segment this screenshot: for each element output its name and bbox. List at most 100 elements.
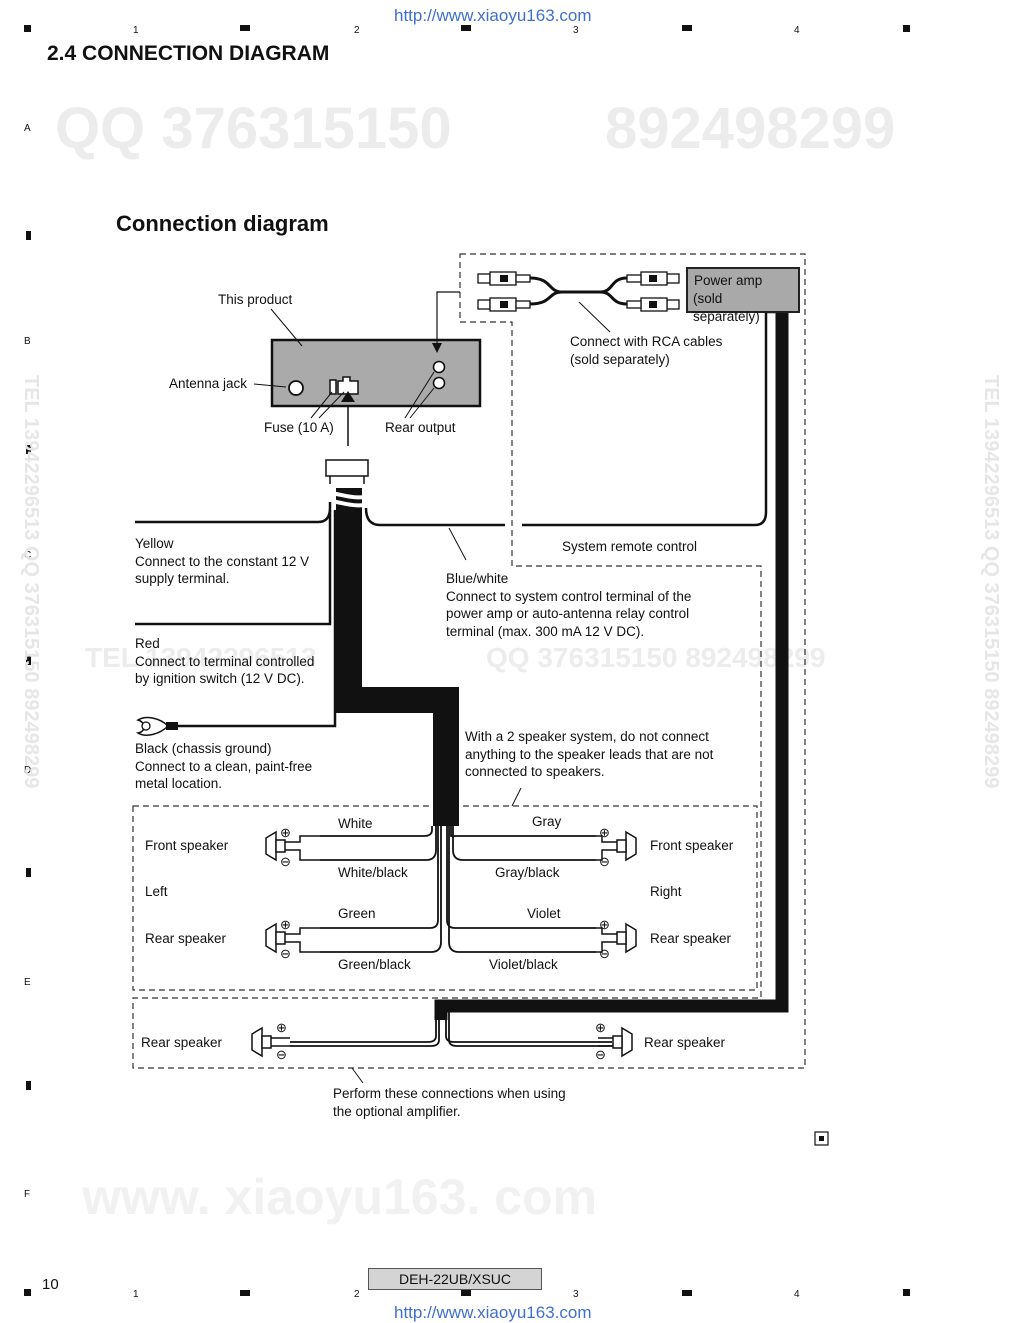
minus-icon: ⊖	[276, 1047, 287, 1062]
wire-white-label: White	[338, 816, 373, 831]
rca-cables-label: Connect with RCA cables (sold separately…	[570, 334, 723, 367]
watermark-www: www. xiaoyu163. com	[82, 1169, 598, 1225]
minus-icon: ⊖	[595, 1047, 606, 1062]
front-speaker-right-label: Front speaker	[650, 838, 734, 853]
url-top[interactable]: http://www.xiaoyu163.com	[394, 6, 592, 25]
wire-violet-black-label: Violet/black	[489, 957, 558, 972]
row-letter: D	[24, 765, 32, 776]
page-number: 10	[42, 1276, 59, 1293]
speaker-rear-left-icon	[265, 922, 320, 954]
wire-gray-black-label: Gray/black	[495, 865, 560, 880]
head-unit	[270, 338, 482, 408]
rear-output-jack-icon	[432, 376, 446, 390]
rear-speaker-optional-left-label: Rear speaker	[141, 1035, 223, 1050]
dashed-box-optional-amp	[132, 253, 806, 1069]
power-amp-box: Power amp (sold separately)	[686, 267, 800, 324]
column-number: 4	[794, 1289, 800, 1300]
registration-mark	[26, 445, 31, 454]
minus-icon: ⊖	[599, 854, 610, 869]
speaker-rear-right-icon	[596, 922, 637, 954]
registration-mark	[461, 25, 471, 31]
row-letter: F	[24, 1189, 31, 1200]
registration-mark	[682, 25, 692, 31]
registration-mark	[903, 1289, 910, 1296]
model-badge: DEH-22UB/XSUC	[368, 1268, 542, 1290]
diagram-title: Connection diagram	[116, 211, 329, 236]
plus-icon: ⊕	[280, 917, 291, 932]
front-speaker-left-label: Front speaker	[145, 838, 229, 853]
speaker-optional-right-icon	[598, 1026, 633, 1058]
registration-mark	[24, 25, 31, 32]
wire-violet-label: Violet	[527, 906, 561, 921]
section-title: 2.4 CONNECTION DIAGRAM	[47, 42, 330, 65]
speaker-optional-left-icon	[251, 1026, 290, 1058]
registration-mark	[240, 1290, 250, 1296]
url-bottom[interactable]: http://www.xiaoyu163.com	[394, 1303, 592, 1322]
system-remote-label: System remote control	[562, 539, 698, 554]
minus-icon: ⊖	[280, 946, 291, 961]
plus-icon: ⊕	[599, 917, 610, 932]
registration-mark	[26, 231, 31, 240]
registration-mark	[26, 1081, 31, 1090]
watermark-qq: QQ 376315150 892498299	[486, 642, 826, 673]
registration-mark	[903, 25, 910, 32]
right-label: Right	[650, 884, 682, 899]
watermark-tel: TEL 13942296513	[85, 642, 317, 673]
row-letter: E	[24, 977, 31, 988]
minus-icon: ⊖	[599, 946, 610, 961]
registration-mark	[461, 1290, 471, 1296]
rear-speaker-left-label: Rear speaker	[145, 931, 227, 946]
rear-output-jack-icon	[432, 360, 446, 374]
fuse-icon	[329, 379, 337, 395]
column-number: 2	[354, 1289, 360, 1300]
power-amp-sold-label: (sold separately)	[693, 291, 760, 324]
plus-icon: ⊕	[280, 825, 291, 840]
watermark-qq: QQ 376315150	[55, 96, 452, 161]
fuse-label: Fuse (10 A)	[264, 420, 334, 435]
plus-icon: ⊕	[599, 825, 610, 840]
antenna-jack-icon	[288, 380, 304, 396]
antenna-jack-label: Antenna jack	[169, 376, 248, 391]
plus-icon: ⊕	[276, 1020, 287, 1035]
registration-mark	[26, 656, 31, 665]
speaker-front-left-icon	[265, 830, 320, 862]
power-connector-icon	[337, 376, 359, 395]
left-label: Left	[145, 884, 168, 899]
harness-connector	[325, 459, 369, 477]
column-number: 1	[133, 25, 139, 36]
watermark-qq: 892498299	[605, 96, 896, 161]
this-product-label: This product	[218, 292, 293, 307]
speaker-front-right-icon	[596, 830, 637, 862]
wire-white-black-label: White/black	[338, 865, 408, 880]
column-number: 3	[573, 1289, 579, 1300]
wire-green-label: Green	[338, 906, 376, 921]
column-number: 4	[794, 25, 800, 36]
wire-green-black-label: Green/black	[338, 957, 411, 972]
column-number: 2	[354, 25, 360, 36]
dashed-box-speakers	[132, 805, 758, 991]
power-amp-label: Power amp	[694, 273, 763, 288]
plus-icon: ⊕	[595, 1020, 606, 1035]
registration-mark	[24, 1289, 31, 1296]
column-number: 1	[133, 1289, 139, 1300]
rca-plugs	[477, 271, 680, 312]
rear-speaker-right-label: Rear speaker	[650, 931, 732, 946]
row-letter: B	[24, 336, 31, 347]
minus-icon: ⊖	[280, 854, 291, 869]
wire-gray-label: Gray	[532, 814, 562, 829]
black-wire-label: Black (chassis ground)Connect to a clean…	[135, 741, 313, 791]
row-letter: A	[24, 123, 31, 134]
rear-output-label: Rear output	[385, 420, 456, 435]
ground-terminal-icon	[135, 716, 178, 736]
registration-mark	[240, 25, 250, 31]
column-number: 3	[573, 25, 579, 36]
rear-speaker-optional-right-label: Rear speaker	[644, 1035, 726, 1050]
row-letter: C	[24, 550, 32, 561]
registration-mark	[26, 868, 31, 877]
